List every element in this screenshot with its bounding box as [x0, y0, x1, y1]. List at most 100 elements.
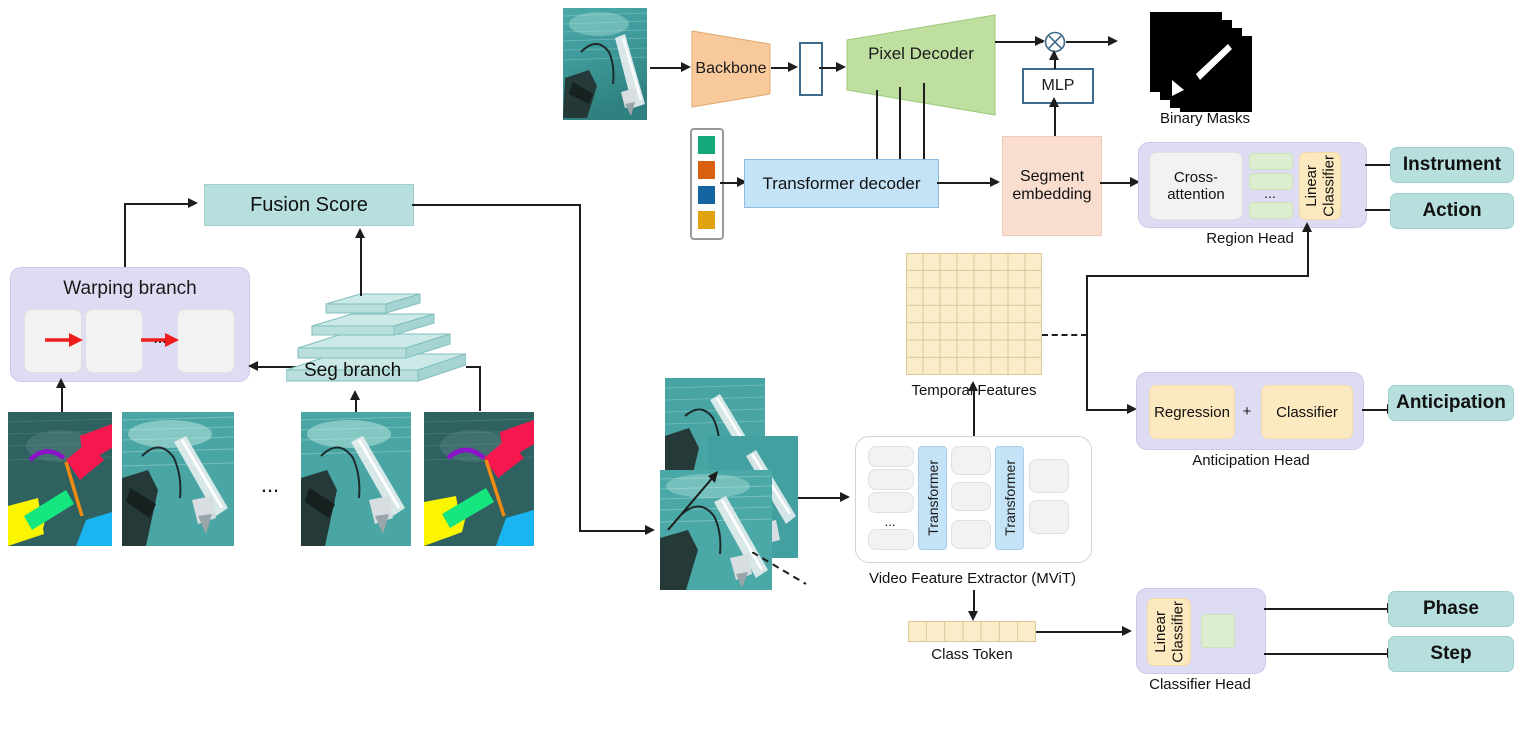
- line-input-to-backbone: [650, 67, 682, 69]
- arrowhead-mlp-to-mult: [1049, 50, 1059, 60]
- mvit-token-r0: [1029, 459, 1069, 493]
- region-linear-classifier-block: Linear Classifier: [1299, 152, 1341, 220]
- output-anticipation[interactable]: Anticipation: [1388, 385, 1514, 421]
- classifier-head-caption: Classifier Head: [1149, 676, 1251, 693]
- region-token-1: [1249, 173, 1293, 190]
- line-frame4-up: [479, 366, 481, 411]
- line-frame4-to-segbranch: [466, 366, 480, 368]
- query-token-3: [698, 211, 715, 229]
- arrowhead-pixeldecoder-to-mult: [1035, 36, 1045, 46]
- query-token-2: [698, 186, 715, 204]
- line-segemb-to-mlp: [1054, 100, 1056, 148]
- backbone-block: Backbone: [691, 30, 771, 108]
- cross-attention-block: Cross- attention: [1149, 152, 1243, 220]
- line-classtoken-to-classifierhead: [1036, 631, 1128, 633]
- input-frame-image: [563, 8, 647, 120]
- line-mult-to-masks: [1066, 41, 1114, 43]
- line-frame1-to-warping: [61, 382, 63, 412]
- region-linear-classifier-label-line1: Linear: [1302, 165, 1320, 207]
- seg-branch-label: Seg branch: [304, 360, 402, 381]
- bottom-frame-2-raw: [122, 412, 234, 546]
- line-mlp-to-mult: [1054, 53, 1056, 69]
- pixel-decoder-block: Pixel Decoder: [846, 14, 996, 116]
- regression-block: Regression: [1149, 385, 1235, 439]
- dashed-temporal-branch: [1042, 334, 1087, 336]
- arrowhead-segbranch-to-fusion: [355, 228, 365, 238]
- region-token-2: [1249, 202, 1293, 219]
- mvit-transformer-block-2: Transformer: [995, 446, 1024, 550]
- line-fusion-to-videostack: [579, 530, 651, 532]
- arrowhead-segemb-to-mlp: [1049, 97, 1059, 107]
- region-token-0: [1249, 153, 1293, 170]
- line-segbranch-to-fusion: [360, 232, 362, 294]
- line-feat-to-pixeldecoder: [819, 67, 837, 69]
- output-phase[interactable]: Phase: [1388, 591, 1514, 627]
- arrowhead-query-to-tdec: [737, 177, 747, 187]
- arrowhead-input-to-backbone: [681, 62, 691, 72]
- segment-embedding-label-line2: embedding: [1012, 186, 1092, 203]
- line-segbranch-top: [360, 274, 362, 296]
- warping-frames-ellipsis: ...: [153, 330, 167, 347]
- classifier-head-linear-label-line1: Linear: [1151, 611, 1169, 653]
- warping-arrows: [45, 333, 179, 347]
- output-step[interactable]: Step: [1388, 636, 1514, 672]
- pixel-decoder-label: Pixel Decoder: [868, 44, 974, 63]
- line-regionhead-to-instrument: [1365, 164, 1397, 166]
- tap-line-3: [923, 83, 925, 166]
- region-tokens-ellipsis: ...: [1264, 185, 1276, 201]
- query-token-1: [698, 161, 715, 179]
- line-warping-to-fusion: [124, 203, 192, 205]
- video-stack-diagonal-arrow: [667, 471, 718, 531]
- query-embeddings-container: [690, 128, 724, 240]
- bottom-frame-1-segmented: [8, 412, 112, 546]
- output-instrument[interactable]: Instrument: [1390, 147, 1514, 183]
- classifier-block: Classifier: [1261, 385, 1353, 439]
- region-head-caption: Region Head: [1206, 230, 1294, 247]
- classifier-head-token: [1201, 614, 1235, 648]
- mvit-transformer-block-2-label: Transformer: [1001, 460, 1018, 536]
- line-segemb-to-regionhead: [1100, 182, 1135, 184]
- line-classifierhead-to-step: [1264, 653, 1394, 655]
- output-step-label: Step: [1430, 643, 1472, 664]
- arrowhead-frame3-to-segbranch: [350, 390, 360, 400]
- line-regionhead-to-action: [1365, 209, 1397, 211]
- segment-embedding-label-line1: Segment: [1019, 167, 1085, 185]
- warping-frame-2: [177, 309, 235, 373]
- plus-label: +: [1242, 402, 1252, 420]
- segment-embedding-block: Segment embedding: [1002, 136, 1102, 236]
- temporal-features-grid: [906, 253, 1042, 375]
- tap-line-2: [899, 87, 901, 166]
- warping-branch-title: Warping branch: [11, 276, 249, 302]
- arrowhead-frame1-to-warping: [56, 378, 66, 388]
- output-instrument-label: Instrument: [1402, 154, 1502, 175]
- arrowhead-tdec-to-segemb: [990, 177, 1000, 187]
- arrowhead-mvit-to-temporal: [968, 381, 978, 391]
- bottom-frame-3-raw: [301, 412, 411, 546]
- cross-attention-label-line1: Cross-: [1173, 168, 1219, 186]
- classifier-head-linear-block: Linear Classifier: [1147, 598, 1191, 666]
- warping-branch-panel: Warping branch ...: [10, 267, 250, 382]
- mvit-token-m0: [951, 446, 991, 475]
- class-token-caption: Class Token: [931, 646, 1013, 663]
- line-warping-up: [124, 203, 126, 291]
- line-mvit-to-classtoken: [973, 590, 975, 614]
- arrowhead-fusion-to-videostack: [645, 525, 655, 535]
- line-up-to-regionhead: [1307, 226, 1309, 276]
- arrowhead-warping-to-fusion: [188, 198, 198, 208]
- arrowhead-segbranch-to-warping: [248, 361, 258, 371]
- query-token-0: [698, 136, 715, 154]
- binary-masks-caption: Binary Masks: [1159, 110, 1251, 127]
- mvit-tokens-ellipsis: ...: [884, 514, 896, 529]
- line-anticipationhead-to-output: [1362, 409, 1394, 411]
- output-action[interactable]: Action: [1390, 193, 1514, 229]
- arrowhead-temporal-to-anticipation: [1127, 404, 1137, 414]
- video-stack-dashed-connector: [751, 551, 814, 588]
- fusion-score-label: Fusion Score: [250, 193, 368, 216]
- arrowhead-mult-to-masks: [1108, 36, 1118, 46]
- line-segbranch-to-warping: [258, 366, 326, 368]
- mvit-token-l2: [868, 492, 914, 513]
- line-frame3-to-segbranch: [355, 394, 357, 412]
- line-classifierhead-to-phase: [1264, 608, 1394, 610]
- feature-token-rect: [799, 42, 823, 96]
- bottom-frame-4-segmented: [424, 412, 534, 546]
